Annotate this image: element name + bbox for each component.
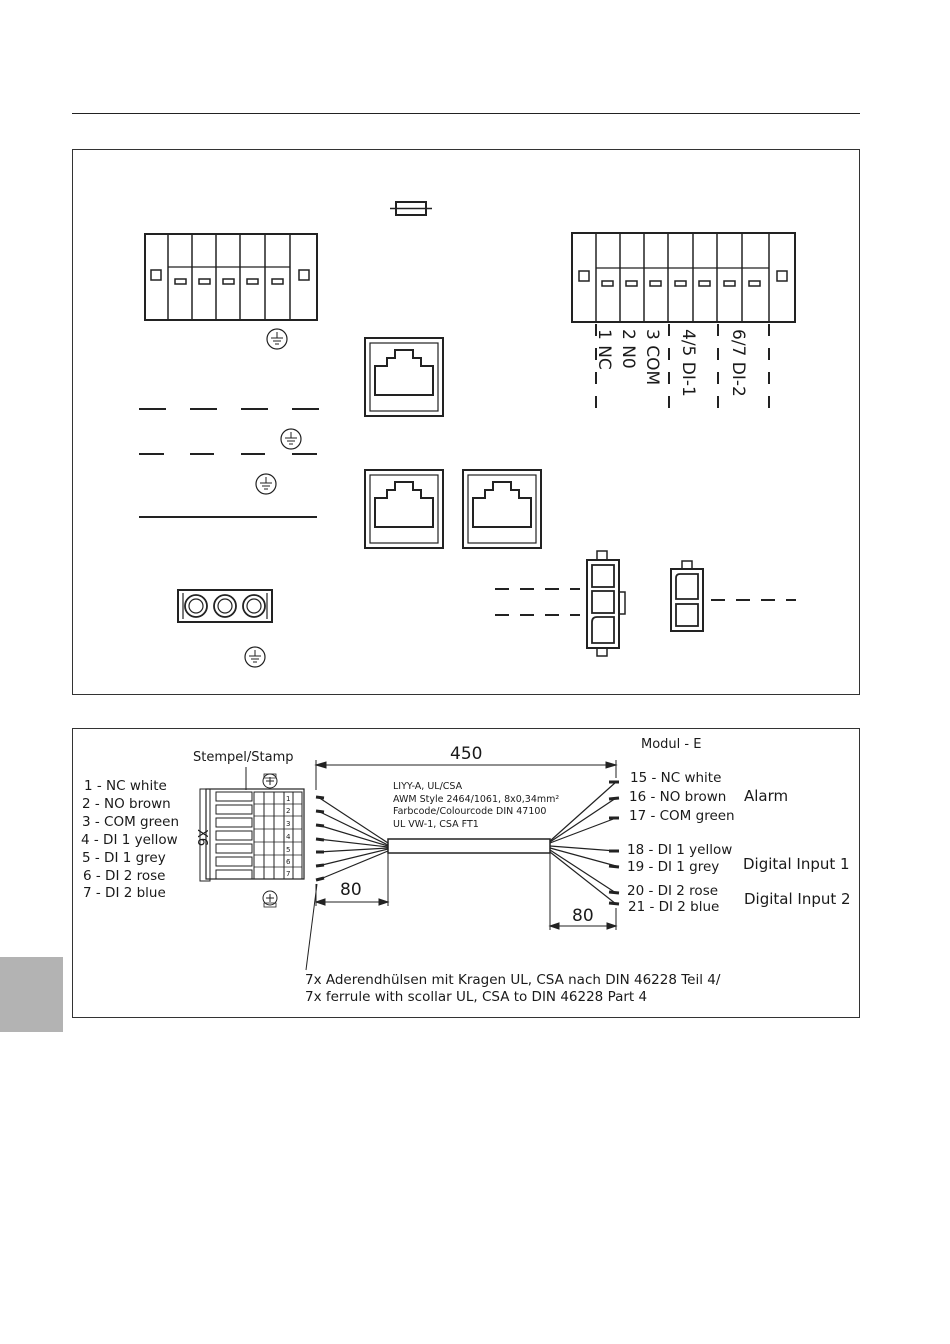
cable-spec-line: AWM Style 2464/1061, 8x0,34mm² — [393, 793, 560, 805]
left-pin-item: 4 - DI 1 yellow — [81, 831, 178, 848]
right-pin-item: 19 - DI 1 grey — [627, 859, 720, 875]
fuse-icon — [390, 201, 432, 216]
left-wire-fan — [317, 796, 389, 881]
ground-icon — [244, 646, 266, 668]
svg-text:1: 1 — [286, 795, 290, 803]
left-pin-item: 1 - NC white — [84, 778, 167, 794]
right-ferrules — [608, 780, 620, 906]
stamp-label: Stempel/Stamp — [193, 750, 294, 765]
dimension-total-label: 450 — [450, 744, 482, 764]
group-digital-input-1-label: Digital Input 1 — [743, 855, 850, 873]
right-pin-item: 16 - NO brown — [629, 789, 727, 805]
left-pin-item: 2 - NO brown — [82, 795, 171, 812]
cable-spec-line: Farbcode/Colourcode DIN 47100 — [393, 806, 547, 817]
rj45-socket-icon — [462, 469, 542, 549]
left-pin-item: 3 - COM green — [82, 813, 180, 830]
dimension-450 — [314, 760, 618, 790]
right-wire-fan — [549, 781, 617, 905]
ground-icon — [255, 473, 277, 495]
terminal-label-3: 3 COM — [642, 329, 662, 385]
svg-text:7: 7 — [286, 870, 290, 878]
right-pin-item: 20 - DI 2 rose — [627, 883, 719, 899]
ground-icon — [266, 328, 288, 350]
terminal-label-2: 2 N0 — [618, 329, 638, 369]
three-pole-connector — [177, 589, 273, 623]
right-pin-item: 18 - DI 1 yellow — [627, 842, 733, 858]
group-alarm-label: Alarm — [744, 787, 789, 805]
terminal-label-4: 4/5 DI-1 — [678, 329, 698, 397]
connector-x6-label: X6 — [194, 829, 209, 846]
left-pin-item: 6 - DI 2 rose — [83, 867, 166, 884]
left-pin-item: 7 - DI 2 blue — [83, 885, 166, 902]
right-terminal-block — [571, 232, 796, 323]
dimension-left-label: 80 — [340, 880, 362, 900]
terminal-label-5: 6/7 DI-2 — [728, 329, 748, 397]
right-pin-item: 15 - NC white — [630, 770, 722, 786]
bottom-cable-panel — [72, 728, 860, 1018]
molex-connector-2pin — [670, 560, 704, 632]
rj45-socket-icon — [364, 337, 444, 417]
dimension-right-80 — [548, 853, 618, 930]
right-pin-item: 21 - DI 2 blue — [628, 899, 720, 915]
ferrule-note: 7x Aderendhülsen mit Kragen UL, CSA nach… — [305, 972, 720, 1006]
molex-connector-3pin — [586, 550, 626, 657]
left-pin-list: 1 - NC white 2 - NO brown 3 - COM green … — [81, 778, 179, 903]
terminal-dashed-wires — [595, 324, 770, 416]
cable-spec-line: LIYY-A, UL/CSA — [393, 781, 463, 792]
x6-connector: 1 2 3 4 5 6 7 — [199, 773, 305, 908]
terminal-labels: 1 NC 2 N0 3 COM 4/5 DI-1 6/7 DI-2 — [594, 329, 748, 397]
rj45-socket-icon — [364, 469, 444, 549]
left-terminal-block — [144, 233, 318, 321]
cable-spec-line: UL VW-1, CSA FT1 — [393, 818, 479, 830]
left-pin-item: 5 - DI 1 grey — [82, 849, 166, 866]
ferrule-note-line: 7x ferrule with scollar UL, CSA to DIN 4… — [305, 989, 648, 1005]
cable-spec: LIYY-A, UL/CSA AWM Style 2464/1061, 8x0,… — [393, 781, 559, 831]
terminal-label-1: 1 NC — [594, 329, 614, 370]
wire-lines-left — [139, 408, 319, 518]
chapter-side-tab — [0, 957, 63, 1032]
group-digital-input-2-label: Digital Input 2 — [744, 890, 851, 908]
svg-text:2: 2 — [286, 807, 290, 815]
svg-text:3: 3 — [286, 820, 290, 828]
header-rule — [72, 113, 860, 114]
ground-icon — [280, 428, 302, 450]
left-ferrules — [315, 795, 325, 882]
dashed-wire-pair — [495, 588, 580, 616]
ferrule-leader-line — [305, 883, 318, 971]
dimension-left-80 — [314, 853, 390, 906]
svg-text:5: 5 — [286, 846, 290, 854]
ferrule-note-line: 7x Aderendhülsen mit Kragen UL, CSA nach… — [305, 972, 721, 988]
module-label: Modul - E — [641, 737, 702, 752]
dimension-right-label: 80 — [572, 906, 594, 926]
right-pin-item: 17 - COM green — [629, 808, 735, 824]
svg-text:6: 6 — [286, 858, 291, 866]
svg-text:4: 4 — [286, 833, 291, 841]
top-wiring-panel — [72, 149, 860, 695]
